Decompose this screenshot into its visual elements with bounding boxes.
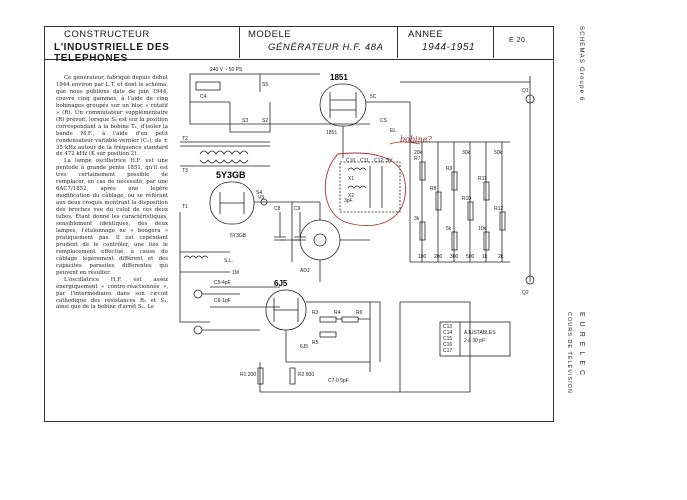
adjust-c13: C13 <box>443 324 452 330</box>
adjust-c16: C16 <box>443 342 452 348</box>
label-10k: 10k <box>478 226 487 232</box>
label-adj: ADJ <box>300 268 310 274</box>
label-s3: S3 <box>242 118 248 124</box>
label-q1: Q1 <box>522 88 529 94</box>
label-r1: R1 200 <box>240 372 256 378</box>
modele-value: GÉNÉRATEUR H.F. 48A <box>268 42 384 53</box>
constructeur-cell: CONSTRUCTEUR L'INDUSTRIELLE DES TELEPHON… <box>44 26 240 64</box>
label-v3: V3 <box>258 195 264 201</box>
label-c11: C11 <box>360 158 369 164</box>
label-5c: 5C <box>370 94 377 100</box>
label-r4: R4 <box>334 310 341 316</box>
paragraph-3: L'oscillatrice H.F. est assez énergiquem… <box>56 276 168 311</box>
label-r8: R8 <box>430 186 437 192</box>
label-r2: R2 900 <box>298 372 314 378</box>
label-c7: C7-0.5pF <box>328 378 349 384</box>
sidebar-brand: EURELEC <box>578 312 585 381</box>
adjust-c15: C15 <box>443 336 452 342</box>
label-c12: C12 <box>374 158 383 164</box>
label-c10: C10 <box>346 158 355 164</box>
label-c4: C4 <box>200 94 207 100</box>
title-block: CONSTRUCTEUR L'INDUSTRIELLE DES TELEPHON… <box>44 26 554 64</box>
annee-label: ANNEE <box>408 29 444 40</box>
constructeur-label: CONSTRUCTEUR <box>64 29 150 40</box>
adjust-c17: C17 <box>443 348 452 354</box>
label-1m: 1M <box>232 270 239 276</box>
label-1851-pin: 1851 <box>326 130 337 136</box>
label-t2: T2 <box>182 136 188 142</box>
label-100: 100 <box>418 254 427 260</box>
label-t3: T3 <box>182 168 188 174</box>
annee-cell: ANNEE 1944-1951 <box>398 26 494 58</box>
label-el: EL <box>390 128 396 134</box>
pencil-annotation: bobine? <box>400 135 433 144</box>
label-r11: R11 <box>478 176 487 182</box>
label-6j5-pin: 6J5 <box>300 344 308 350</box>
label-500: 500 <box>466 254 475 260</box>
annee-value: 1944-1951 <box>422 42 476 53</box>
label-r3: R3 <box>312 310 319 316</box>
label-s5: S5 <box>262 82 268 88</box>
label-5y3gb: 5Y3GB <box>230 233 247 239</box>
label-3k: 3k <box>414 216 420 222</box>
circuit-schematic: 1851 5Y3GB 6J5 bobine? AJUSTABLES 2 à 30… <box>179 67 535 393</box>
label-s2: S2 <box>262 118 268 124</box>
label-300: 300 <box>450 254 459 260</box>
adjustables-sub: 2 à 30 pF <box>464 338 485 344</box>
label-cs: CS <box>380 118 388 124</box>
label-t1: T1 <box>182 204 188 210</box>
modele-label: MODELE <box>248 29 292 40</box>
label-r6: R6 <box>356 310 363 316</box>
label-r12: R12 <box>494 206 503 212</box>
label-1k: 1k <box>482 254 488 260</box>
tube-5y3gb-label: 5Y3GB <box>216 170 246 180</box>
label-x1: X1 <box>348 176 354 182</box>
tube-1851-label: 1851 <box>330 73 348 82</box>
label-q2: Q2 <box>522 290 529 296</box>
constructeur-value: L'INDUSTRIELLE DES TELEPHONES <box>54 42 170 64</box>
label-mains: 240 V ~ 50 PS <box>210 67 243 73</box>
label-c6: C6-1pF <box>214 298 231 304</box>
label-r7: R7 <box>414 156 421 162</box>
adjust-c14: C14 <box>443 330 452 336</box>
label-c8: C8 <box>274 206 281 212</box>
label-20k: 20k <box>414 150 423 156</box>
label-c9: C9 <box>294 206 301 212</box>
label-200: 200 <box>434 254 443 260</box>
label-r9: R9 <box>446 166 453 172</box>
modele-cell: MODELE GÉNÉRATEUR H.F. 48A <box>240 26 398 58</box>
paragraph-2: La lampe oscillatrice H.F. est une pento… <box>56 158 168 276</box>
label-50k: 50k <box>494 150 503 156</box>
label-3pf: 3pF <box>344 198 353 204</box>
description-text: Ce générateur, fabriqué depuis début 194… <box>56 75 168 420</box>
page-ref-cell: E 20 <box>494 26 552 58</box>
label-c5: C5-4pF <box>214 280 231 286</box>
tube-6j5-label: 6J5 <box>274 279 288 288</box>
label-sy: SY <box>386 158 393 164</box>
sidebar-top-text: SCHEMAS Groupe 6 <box>578 26 584 102</box>
label-sl: S.L. <box>224 258 233 264</box>
adjustables-title: AJUSTABLES <box>464 330 496 336</box>
page-ref: E 20 <box>509 37 526 44</box>
label-s4: S4 <box>256 190 262 196</box>
page-frame <box>44 26 554 422</box>
label-2k: 2k <box>498 254 504 260</box>
sidebar-course: COURS DE TÉLÉVISION <box>566 312 572 394</box>
label-30k: 30k <box>462 150 471 156</box>
label-x2: X2 <box>348 193 354 199</box>
paragraph-1: Ce générateur, fabriqué depuis début 194… <box>56 75 168 158</box>
label-5k: 5k <box>446 226 452 232</box>
label-r5: R5 <box>312 340 319 346</box>
label-r10: R10 <box>462 196 471 202</box>
